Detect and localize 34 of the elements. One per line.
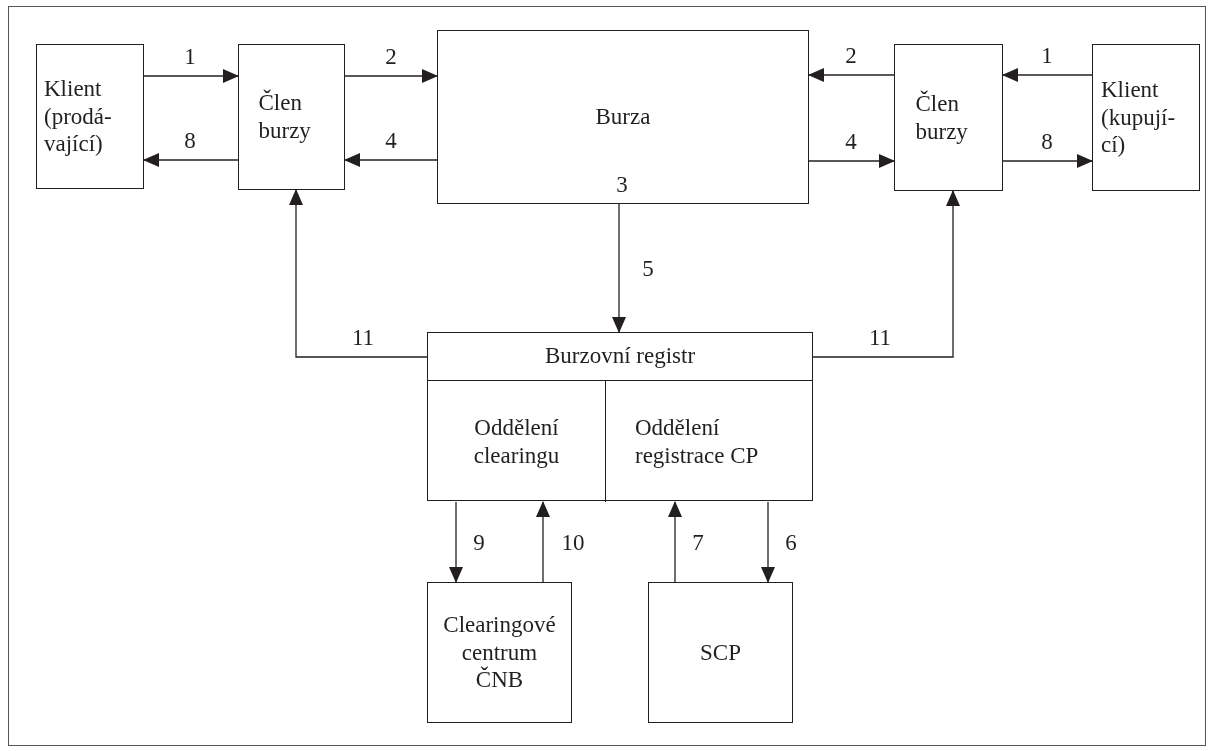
- arrow: [449, 501, 463, 583]
- process-box: [648, 582, 793, 723]
- node-label: Burzovní registr: [543, 342, 697, 370]
- node-label: SCP: [700, 638, 741, 667]
- process-box: [36, 44, 144, 189]
- node-label: Člen burzy: [258, 89, 312, 145]
- arrow: [812, 190, 960, 358]
- arrow: [612, 203, 626, 333]
- process-box: [1092, 44, 1200, 191]
- arrow: [289, 189, 428, 358]
- arrow: [761, 501, 775, 583]
- arrow: [808, 154, 895, 168]
- node-label: Clearingové centrum ČNB: [442, 611, 557, 694]
- arrow: [344, 69, 438, 83]
- node-label: Oddělení clearingu: [472, 413, 561, 470]
- arrow: [1002, 154, 1093, 168]
- process-box: [238, 44, 345, 190]
- arrow: [536, 501, 550, 583]
- arrow: [668, 501, 682, 583]
- node-label: Klient (prodá- vající): [44, 75, 113, 158]
- process-box: [427, 582, 572, 723]
- node-label: Člen burzy: [915, 89, 969, 146]
- arrow: [143, 153, 239, 167]
- arrow: [1002, 68, 1093, 82]
- arrow: [344, 153, 438, 167]
- node-number: 3: [615, 171, 629, 199]
- node-label: Klient (kupují- cí): [1101, 76, 1177, 159]
- process-box: [427, 332, 813, 501]
- arrow: [808, 68, 895, 82]
- node-label: Burza: [595, 103, 651, 131]
- process-box: [437, 30, 809, 204]
- process-box: [894, 44, 1003, 191]
- arrow: [143, 69, 239, 83]
- node-label: Oddělení registrace CP: [635, 413, 760, 470]
